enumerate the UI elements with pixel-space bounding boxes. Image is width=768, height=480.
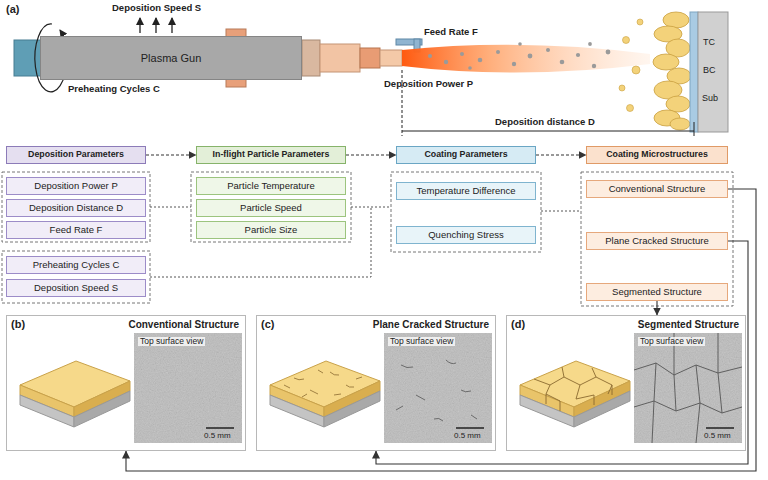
panel-label: (a) [6, 3, 19, 15]
box-text: Coating Parameters [424, 150, 507, 160]
box-text: In-flight Particle Parameters [213, 150, 330, 160]
box-text: Deposition Speed S [34, 283, 118, 293]
panel-title: Conventional Structure [128, 319, 239, 330]
flow-connector [346, 154, 396, 155]
box-text: Deposition Parameters [28, 150, 124, 160]
box-text: Segmented Structure [612, 287, 702, 297]
structure-box: Segmented Structure [586, 283, 728, 301]
box-text: Plane Cracked Structure [605, 236, 709, 246]
microstructure-panel: (c) Plane Cracked StructureTop surface vi… [256, 315, 496, 451]
view-caption: Top surface view [638, 337, 705, 346]
scale-bar-label: 0.5 mm [704, 432, 731, 441]
flow-connector [126, 189, 756, 471]
dimension-label: Deposition distance D [495, 117, 595, 127]
top-coat-splats [653, 12, 691, 130]
panel-label: (d) [511, 318, 525, 330]
category-header: In-flight Particle Parameters [196, 146, 346, 164]
parameter-box: Deposition Power P [6, 177, 146, 195]
process-parameter: Deposition Power P [384, 79, 473, 89]
box-text: Preheating Cycles C [33, 260, 120, 270]
layer-label: BC [703, 66, 716, 76]
speed-arrows [140, 18, 172, 33]
group-frame [2, 172, 733, 306]
box-text: Deposition Power P [34, 181, 117, 191]
parameter-box: Preheating Cycles C [6, 256, 146, 274]
box-text: Particle Size [245, 225, 298, 235]
panel-label: (c) [261, 318, 274, 330]
parameter-box: Deposition Distance D [6, 199, 146, 217]
plasma-gun-parts [14, 29, 422, 87]
bond-coat [690, 12, 698, 132]
box-text: Particle Temperature [227, 181, 314, 191]
parameter-box: Feed Rate F [6, 221, 146, 239]
parameter-box: Quenching Stress [396, 226, 536, 244]
group-link [150, 207, 581, 277]
flow-connector [376, 241, 748, 464]
parameter-box: Deposition Speed S [6, 279, 146, 297]
scale-bar-label: 0.5 mm [204, 432, 231, 441]
box-text: Coating Microstructures [606, 150, 708, 160]
substrate [698, 12, 728, 132]
parameter-box: Particle Temperature [196, 177, 346, 195]
structure-box: Conventional Structure [586, 180, 728, 198]
structure-box: Plane Cracked Structure [586, 232, 728, 250]
plane-cracked-illustration [270, 333, 492, 443]
flow-connector [656, 301, 657, 315]
layer-label: Sub [702, 94, 718, 104]
box-text: Conventional Structure [609, 184, 706, 194]
view-caption: Top surface view [388, 337, 455, 346]
plasma-plume [402, 45, 650, 73]
box-text: Particle Speed [240, 203, 302, 213]
flow-connector [536, 154, 586, 155]
parameter-box: Particle Size [196, 221, 346, 239]
powder-particles [428, 42, 610, 70]
microstructure-panel: (d) Segmented StructureTop surface view 0.… [506, 315, 746, 451]
box-text: Deposition Distance D [29, 203, 123, 213]
panel-label: (b) [11, 318, 25, 330]
conventional-illustration [20, 333, 242, 443]
process-parameter: Feed Rate F [424, 27, 478, 37]
parameter-box: Temperature Difference [396, 182, 536, 200]
category-header: Coating Parameters [396, 146, 536, 164]
scale-bar-label: 0.5 mm [454, 432, 481, 441]
parameter-box: Particle Speed [196, 199, 346, 217]
process-parameter: Preheating Cycles C [68, 84, 160, 94]
box-text: Feed Rate F [50, 225, 103, 235]
plasma-gun: Plasma Gun [40, 36, 302, 80]
view-caption: Top surface view [138, 337, 205, 346]
microstructure-panel: (b) Conventional StructureTop surface vie… [6, 315, 246, 451]
segmented-illustration [520, 333, 742, 443]
category-header: Deposition Parameters [6, 146, 146, 164]
molten-droplets [619, 19, 643, 112]
panel-title: Plane Cracked Structure [373, 319, 489, 330]
process-parameter: Deposition Speed S [112, 3, 201, 13]
box-text: Quenching Stress [428, 230, 504, 240]
flow-connector [146, 154, 196, 155]
layer-label: TC [703, 38, 715, 48]
box-text: Temperature Difference [416, 186, 515, 196]
box-text: Plasma Gun [141, 52, 202, 64]
category-header: Coating Microstructures [586, 146, 728, 164]
panel-title: Segmented Structure [638, 319, 739, 330]
distance-dimension [402, 70, 694, 136]
